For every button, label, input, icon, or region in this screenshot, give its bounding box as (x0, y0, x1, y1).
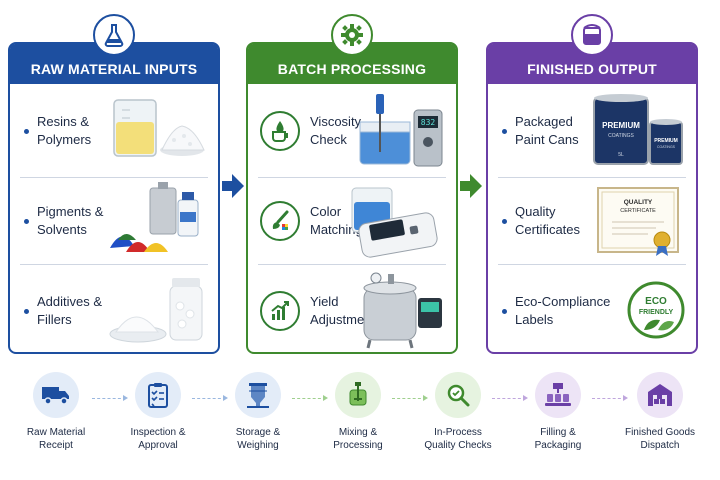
color-matcher-image (351, 187, 438, 258)
bullet (24, 128, 29, 134)
bullet (24, 308, 29, 314)
warehouse-icon (637, 372, 683, 418)
row-label: Additives &Fillers (37, 294, 103, 327)
eco-badge-text: ECO (645, 296, 667, 307)
panel-title: FINISHED OUTPUT (488, 44, 696, 84)
step-label: Mixing &Processing (333, 427, 383, 451)
step-storage-weighing: Storage &Weighing (210, 372, 306, 452)
small-can-brand-text: PREMIUM (654, 138, 678, 144)
droplet-cup-icon (260, 111, 300, 151)
quality-certificate-image: QUALITY CERTIFICATE (597, 187, 679, 256)
step-connector (292, 394, 328, 401)
step-mixing-processing: Mixing &Processing (310, 372, 406, 452)
flow-arrow-icon (460, 174, 482, 198)
resin-beaker-image (113, 99, 205, 157)
raw-row-additives: Additives &Fillers (20, 268, 208, 354)
paint-cans-image: PREMIUM COATINGS 5L PREMIUM COATINGS (593, 94, 683, 165)
can-brand-text: PREMIUM (602, 121, 640, 130)
clipboard-check-icon (135, 372, 181, 418)
fillers-jar-image (109, 278, 203, 343)
step-label: Filling &Packaging (534, 427, 582, 451)
reactor-vessel-image (363, 272, 442, 349)
paint-brush-icon (260, 201, 300, 241)
eco-badge-subtext: FRIENDLY (639, 309, 674, 316)
step-connector (592, 394, 628, 401)
step-filling-packaging: Filling &Packaging (510, 372, 606, 452)
step-label: Storage &Weighing (235, 427, 281, 451)
viscosity-readout: 832 (421, 118, 436, 127)
mixer-tank-icon (335, 372, 381, 418)
step-label: Inspection &Approval (130, 427, 186, 451)
bullet (502, 128, 507, 134)
row-label: Pigments &Solvents (37, 204, 104, 237)
can-sub-text: COATINGS (608, 133, 634, 139)
certificate-title-text: QUALITY (624, 199, 653, 206)
raw-row-resins: Resins &Polymers (20, 88, 208, 174)
can-size-text: 5L (618, 152, 624, 158)
step-connector (192, 394, 228, 401)
small-can-sub-text: COATINGS (657, 145, 676, 149)
bar-chart-up-icon (260, 291, 300, 331)
bullet (502, 218, 507, 224)
step-inspection-approval: Inspection &Approval (110, 372, 206, 452)
paint-can-icon (571, 14, 613, 56)
step-connector (492, 394, 528, 401)
bullet (24, 218, 29, 224)
step-connector (392, 394, 428, 401)
row-label: Resins &Polymers (37, 114, 92, 147)
bullet (502, 308, 507, 314)
magnifier-icon (435, 372, 481, 418)
filling-line-icon (535, 372, 581, 418)
gear-icon (331, 14, 373, 56)
step-connector (92, 394, 128, 401)
certificate-subtitle-text: CERTIFICATE (620, 208, 656, 214)
viscometer-image: 832 (359, 94, 443, 167)
truck-icon (33, 372, 79, 418)
silo-icon (235, 372, 281, 418)
eco-friendly-badge: ECO FRIENDLY (627, 281, 685, 339)
pigment-powders-image (110, 182, 199, 252)
raw-material-panel: RAW MATERIAL INPUTS Resins &Polymers Pig… (8, 14, 220, 354)
flow-arrow-icon (222, 174, 244, 198)
flask-icon (93, 14, 135, 56)
raw-row-pigments: Pigments &Solvents (20, 178, 208, 264)
